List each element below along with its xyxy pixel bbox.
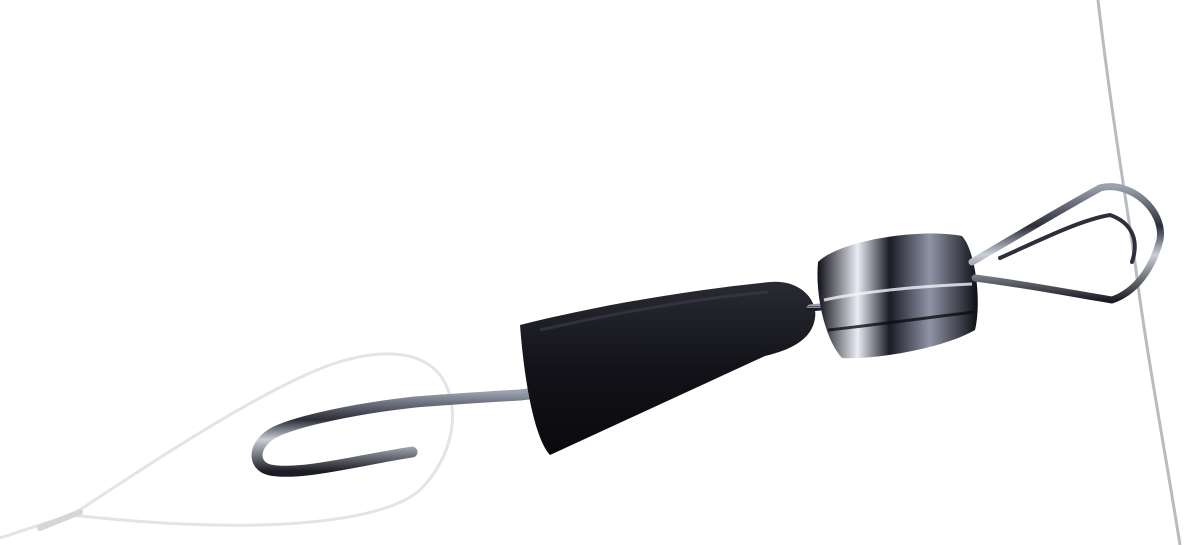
- snap-clip-inner: [998, 212, 1137, 264]
- leader-knot: [37, 509, 83, 531]
- wire-hook: [251, 386, 551, 477]
- rubber-sleeve: [520, 281, 816, 455]
- swivel-barrel: [817, 233, 978, 359]
- sleeve-highlight: [539, 290, 769, 332]
- leader-line-loop: [0, 352, 454, 540]
- main-line: [1096, 0, 1182, 545]
- snap-clip: [968, 183, 1164, 304]
